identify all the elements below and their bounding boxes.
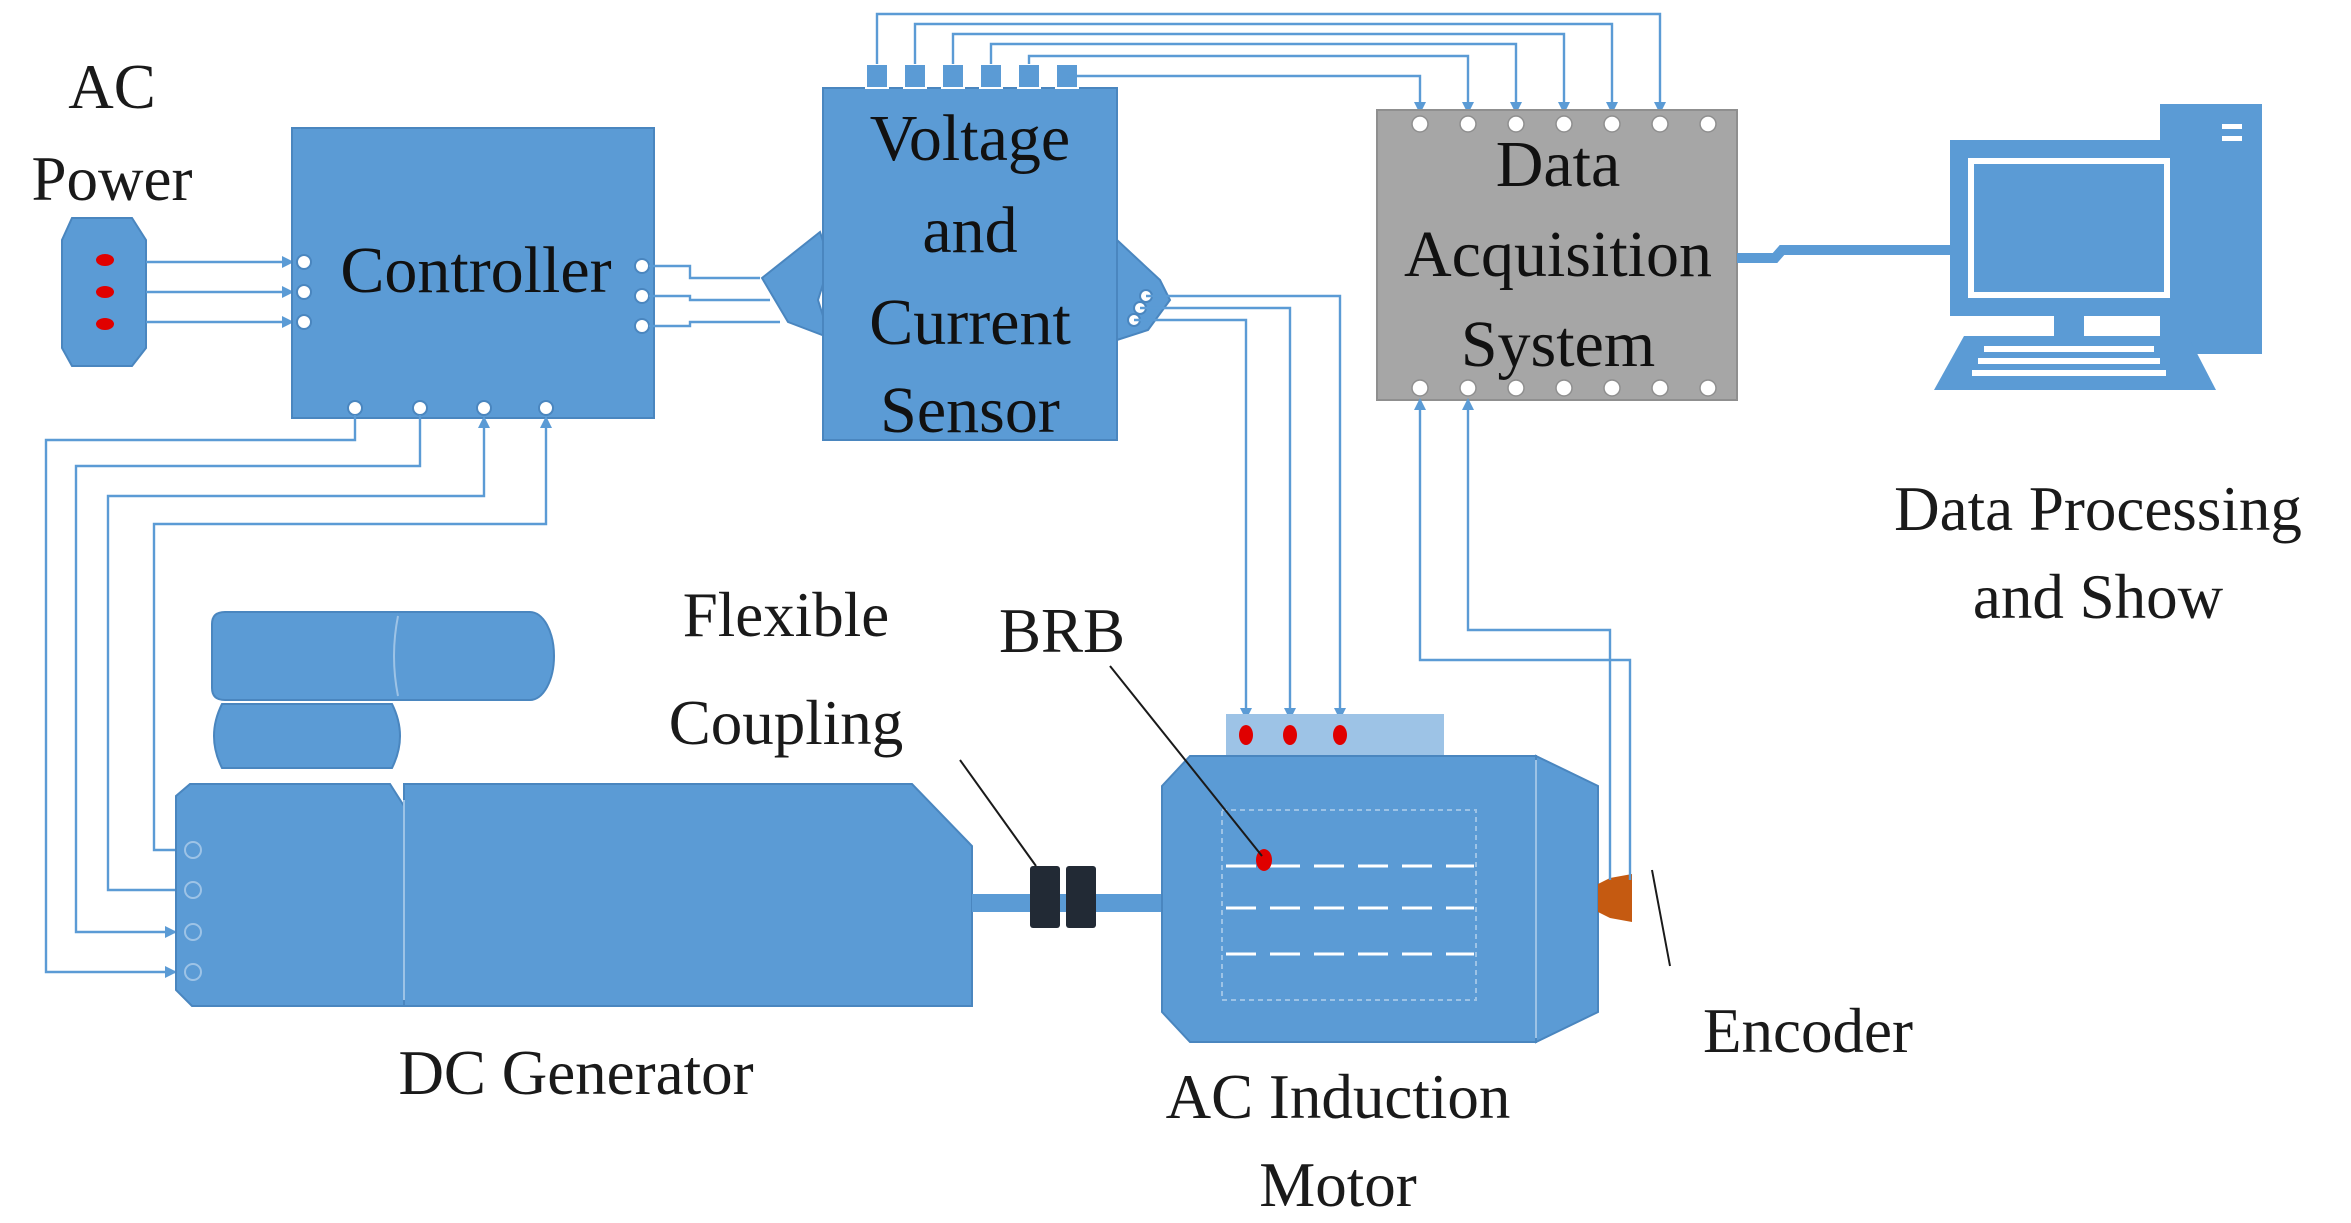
ac-induction-motor bbox=[1161, 714, 1599, 1044]
controller-box bbox=[291, 127, 655, 419]
data-processing-label-line2: and Show bbox=[1973, 562, 2224, 632]
dc-generator-label: DC Generator bbox=[398, 1038, 753, 1108]
sensor-output-clamp bbox=[1116, 237, 1172, 342]
daq-to-computer-cable bbox=[1737, 245, 1960, 263]
encoder-icon bbox=[1598, 874, 1632, 922]
ac-power-label-line1: AC bbox=[68, 52, 156, 122]
sensor-to-daq-wires bbox=[875, 12, 1666, 114]
sensor-label-line4: Sensor bbox=[880, 374, 1060, 447]
encoder-label: Encoder bbox=[1703, 996, 1913, 1066]
ac-motor-label-line1: AC Induction bbox=[1166, 1062, 1511, 1132]
sensor-label-line1: Voltage bbox=[870, 102, 1070, 175]
ac-power-outlet-icon bbox=[61, 217, 147, 367]
flexible-coupling-label-line2: Coupling bbox=[669, 688, 904, 758]
sensor-box bbox=[822, 63, 1118, 441]
sensor-label-line2: and bbox=[922, 194, 1017, 267]
desktop-computer-icon bbox=[1934, 104, 2262, 390]
flexible-coupling-icon bbox=[1030, 866, 1096, 928]
controller-generator-wires bbox=[44, 415, 552, 978]
sensor-to-motor-wires bbox=[1134, 294, 1346, 720]
sensor-label-line3: Current bbox=[869, 286, 1071, 359]
coupling-pointer bbox=[959, 759, 1037, 867]
encoder-pointer bbox=[1651, 869, 1671, 967]
daq-box bbox=[1376, 109, 1738, 401]
flexible-coupling-label-line1: Flexible bbox=[683, 580, 889, 650]
encoder-to-daq-wires bbox=[1414, 398, 1632, 880]
dc-generator bbox=[175, 611, 973, 1007]
daq-label-line3: System bbox=[1461, 308, 1655, 381]
controller-to-sensor-wires bbox=[649, 264, 780, 328]
ac-power-label-line2: Power bbox=[32, 144, 193, 214]
daq-label-line1: Data bbox=[1496, 128, 1621, 201]
controller-label: Controller bbox=[340, 234, 611, 307]
data-processing-label-line1: Data Processing bbox=[1894, 474, 2302, 544]
daq-label-line2: Acquisition bbox=[1404, 218, 1712, 291]
ac-motor-label-line2: Motor bbox=[1259, 1150, 1417, 1220]
brb-pointer bbox=[1109, 665, 1263, 857]
power-to-controller-wires bbox=[146, 256, 294, 328]
brb-label: BRB bbox=[999, 596, 1125, 666]
sensor-input-clamp bbox=[760, 230, 832, 340]
